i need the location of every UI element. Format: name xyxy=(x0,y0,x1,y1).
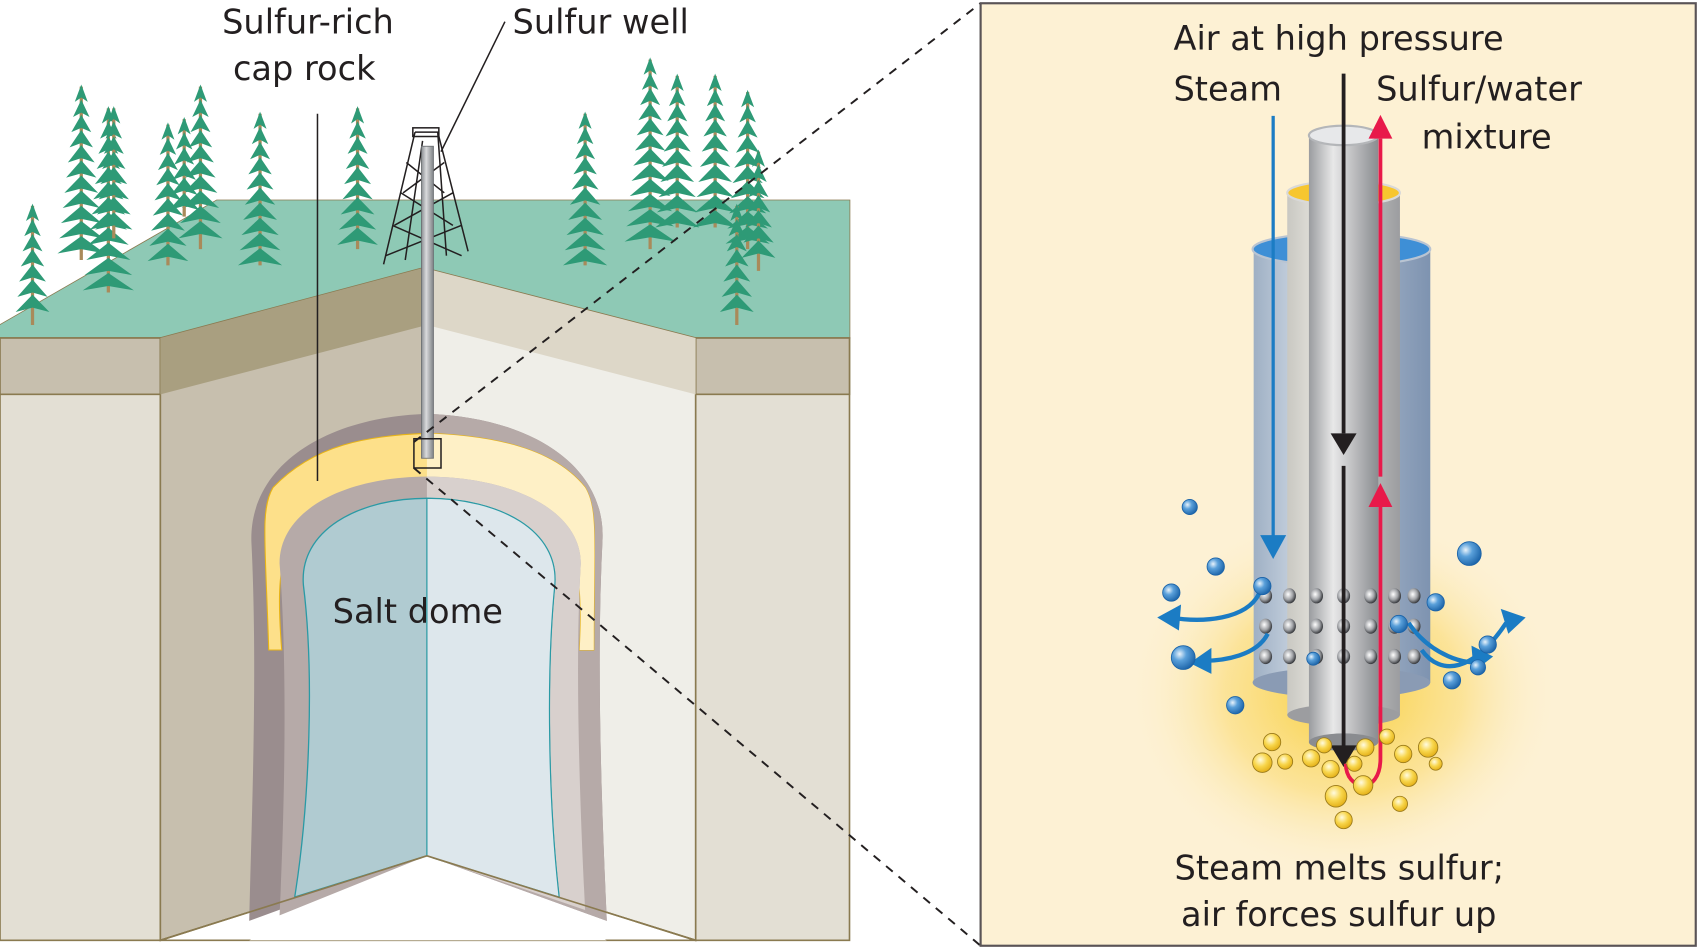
block-right-face xyxy=(694,337,851,942)
label-sulfur-water-line2: mixture xyxy=(1422,117,1552,156)
label-caption-line1: Steam melts sulfur; xyxy=(1175,849,1504,888)
perforation-hole xyxy=(1282,618,1296,634)
perforation-hole xyxy=(1310,618,1324,634)
pine-tree xyxy=(337,106,378,250)
sulfur-droplet xyxy=(1428,756,1443,771)
perforation-hole xyxy=(1259,648,1273,665)
air-flow-arrow xyxy=(1330,73,1357,767)
perforation-hole xyxy=(1407,648,1421,665)
steam-bubble xyxy=(1181,498,1198,516)
steam-bubble xyxy=(1478,635,1497,654)
sulfur-droplet xyxy=(1252,752,1273,773)
sulfur-droplet xyxy=(1399,768,1418,787)
sulfur-droplet xyxy=(1334,810,1353,830)
pine-tree xyxy=(147,122,189,266)
cross-section-block: Sulfur-rich cap rock Sulfur well Salt do… xyxy=(0,2,982,947)
perforation-hole xyxy=(1259,618,1273,634)
sulfur-droplet xyxy=(1394,744,1413,764)
perforation-hole xyxy=(1282,588,1296,604)
pine-tree xyxy=(655,73,700,228)
detail-panel: Air at high pressure Steam Sulfur/water … xyxy=(979,2,1697,947)
label-salt-dome: Salt dome xyxy=(333,592,503,631)
well-pipe xyxy=(421,145,434,459)
zoom-marker-box xyxy=(413,437,442,469)
steam-bubble xyxy=(1426,593,1445,612)
sulfur-droplet xyxy=(1277,753,1294,770)
sulfur-droplet xyxy=(1352,775,1374,796)
sulfur-droplet xyxy=(1391,795,1408,812)
pine-tree xyxy=(624,57,676,250)
sulfur-droplet xyxy=(1301,749,1321,768)
steam-flow-arrow xyxy=(1260,115,1287,559)
sulfur-droplet xyxy=(1417,737,1439,758)
block-left-face xyxy=(0,337,162,942)
steam-bubble xyxy=(1389,614,1408,634)
perforation-hole xyxy=(1407,588,1421,604)
steam-bubbles xyxy=(1162,498,1497,715)
pine-tree xyxy=(169,117,200,217)
pine-tree xyxy=(15,203,50,325)
pine-tree xyxy=(693,73,738,228)
steam-bubble xyxy=(1226,696,1245,715)
steam-bubble xyxy=(1456,541,1482,566)
label-sulfur-well: Sulfur well xyxy=(513,3,689,42)
perforation-hole xyxy=(1282,648,1296,665)
steam-bubble xyxy=(1170,645,1196,670)
label-cap-rock-line1: Sulfur-rich xyxy=(222,3,394,42)
pine-tree xyxy=(563,111,608,266)
steam-bubble xyxy=(1162,583,1181,602)
sulfur-droplets xyxy=(1252,728,1443,830)
perforation-hole xyxy=(1364,648,1378,665)
sulfur-droplet xyxy=(1316,737,1333,754)
perforation-hole xyxy=(1388,588,1402,604)
label-caption-line2: air forces sulfur up xyxy=(1181,895,1496,934)
well-leader xyxy=(440,21,506,153)
forest xyxy=(15,57,776,325)
sulfur-droplet xyxy=(1346,755,1363,772)
pine-tree xyxy=(95,106,133,239)
pine-tree xyxy=(57,84,106,260)
sulfur-droplet xyxy=(1356,738,1375,757)
perforation-hole xyxy=(1388,648,1402,665)
zoom-line-top xyxy=(413,2,982,443)
salt-dome-structure xyxy=(160,413,696,942)
label-air: Air at high pressure xyxy=(1173,19,1503,58)
perforation-hole xyxy=(1364,618,1378,634)
sulfur-droplet xyxy=(1262,732,1282,752)
label-steam: Steam xyxy=(1173,70,1281,109)
sulfur-droplet xyxy=(1321,760,1340,779)
sulfur-droplet xyxy=(1378,728,1395,745)
perforation-hole xyxy=(1364,588,1378,604)
sulfur-droplet xyxy=(1324,784,1348,808)
pine-tree xyxy=(237,111,283,266)
zoom-line-bottom xyxy=(413,467,982,947)
steam-bubble xyxy=(1306,651,1321,666)
pine-tree xyxy=(719,203,754,325)
steam-bubble xyxy=(1253,576,1272,596)
perforation-hole xyxy=(1310,588,1324,604)
label-cap-rock-line2: cap rock xyxy=(233,49,376,88)
steam-outflow-arrowheads xyxy=(1157,604,1526,674)
steam-bubble xyxy=(1469,659,1486,676)
steam-bubble xyxy=(1206,557,1225,576)
label-sulfur-water-line1: Sulfur/water xyxy=(1376,70,1582,109)
steam-bubble xyxy=(1442,671,1462,690)
